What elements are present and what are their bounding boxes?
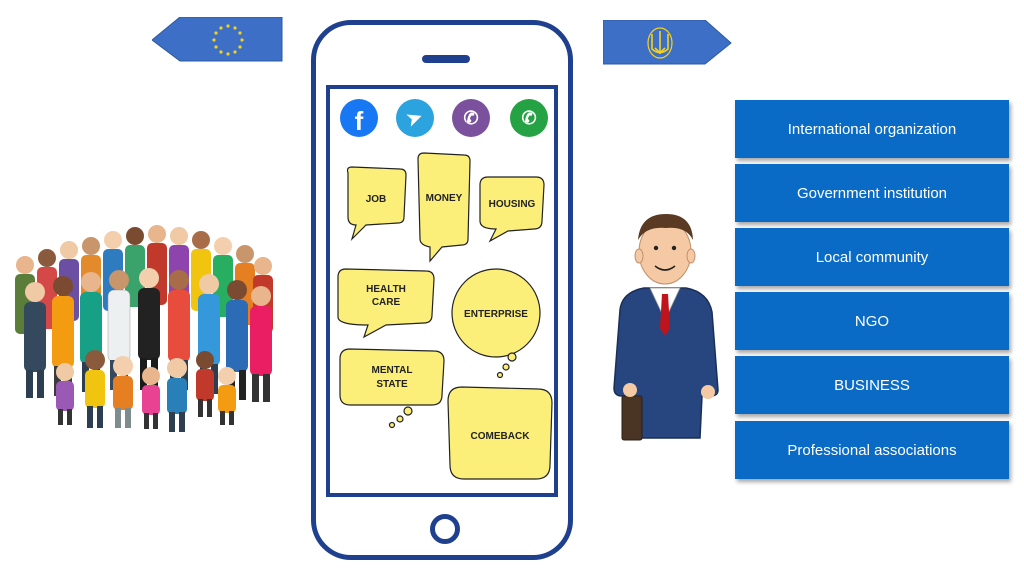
trident-icon (647, 27, 673, 59)
viber-icon[interactable]: ✆ (452, 99, 490, 137)
telegram-icon[interactable]: ➤ (396, 99, 434, 137)
facebook-icon[interactable]: f (340, 99, 378, 137)
money-label: MONEY (426, 193, 463, 204)
comeback-label: COMEBACK (471, 431, 531, 442)
eu-flag-arrow (152, 17, 283, 62)
mental-label-line1: MENTAL (372, 365, 413, 376)
businessman-illustration (613, 214, 719, 441)
health-label-line1: HEALTH (366, 284, 406, 295)
ukraine-flag-arrow (603, 20, 732, 65)
home-button[interactable] (430, 514, 460, 544)
whatsapp-icon[interactable]: ✆ (510, 99, 548, 137)
enterprise-label: ENTERPRISE (464, 309, 528, 320)
org-international-organization[interactable]: International organization (735, 100, 1009, 158)
org-local-community[interactable]: Local community (735, 228, 1009, 286)
phone-speaker (422, 55, 470, 63)
money-bubble (417, 152, 471, 263)
mental-label-line2: STATE (376, 379, 408, 390)
org-professional-associations[interactable]: Professional associations (735, 421, 1009, 479)
phone-screen: f ➤ ✆ ✆ (326, 85, 558, 497)
health-care-bubble (337, 268, 435, 339)
comeback-bubble (447, 386, 553, 480)
health-label-line2: CARE (372, 297, 401, 308)
housing-bubble (479, 176, 545, 243)
org-government-institution[interactable]: Government institution (735, 164, 1009, 222)
smartphone: f ➤ ✆ ✆ (311, 20, 573, 560)
enterprise-bubble (451, 268, 541, 358)
job-label: JOB (366, 194, 387, 205)
job-bubble (346, 166, 407, 242)
eu-stars-icon (212, 24, 244, 56)
crowd-illustration (15, 225, 273, 432)
org-business[interactable]: BUSINESS (735, 356, 1009, 414)
speech-bubbles: JOB MONEY HOUSING HEALTH CARE ENTERPRISE… (337, 152, 553, 480)
org-ngo[interactable]: NGO (735, 292, 1009, 350)
mental-state-bubble (339, 348, 445, 406)
housing-label: HOUSING (489, 199, 536, 210)
